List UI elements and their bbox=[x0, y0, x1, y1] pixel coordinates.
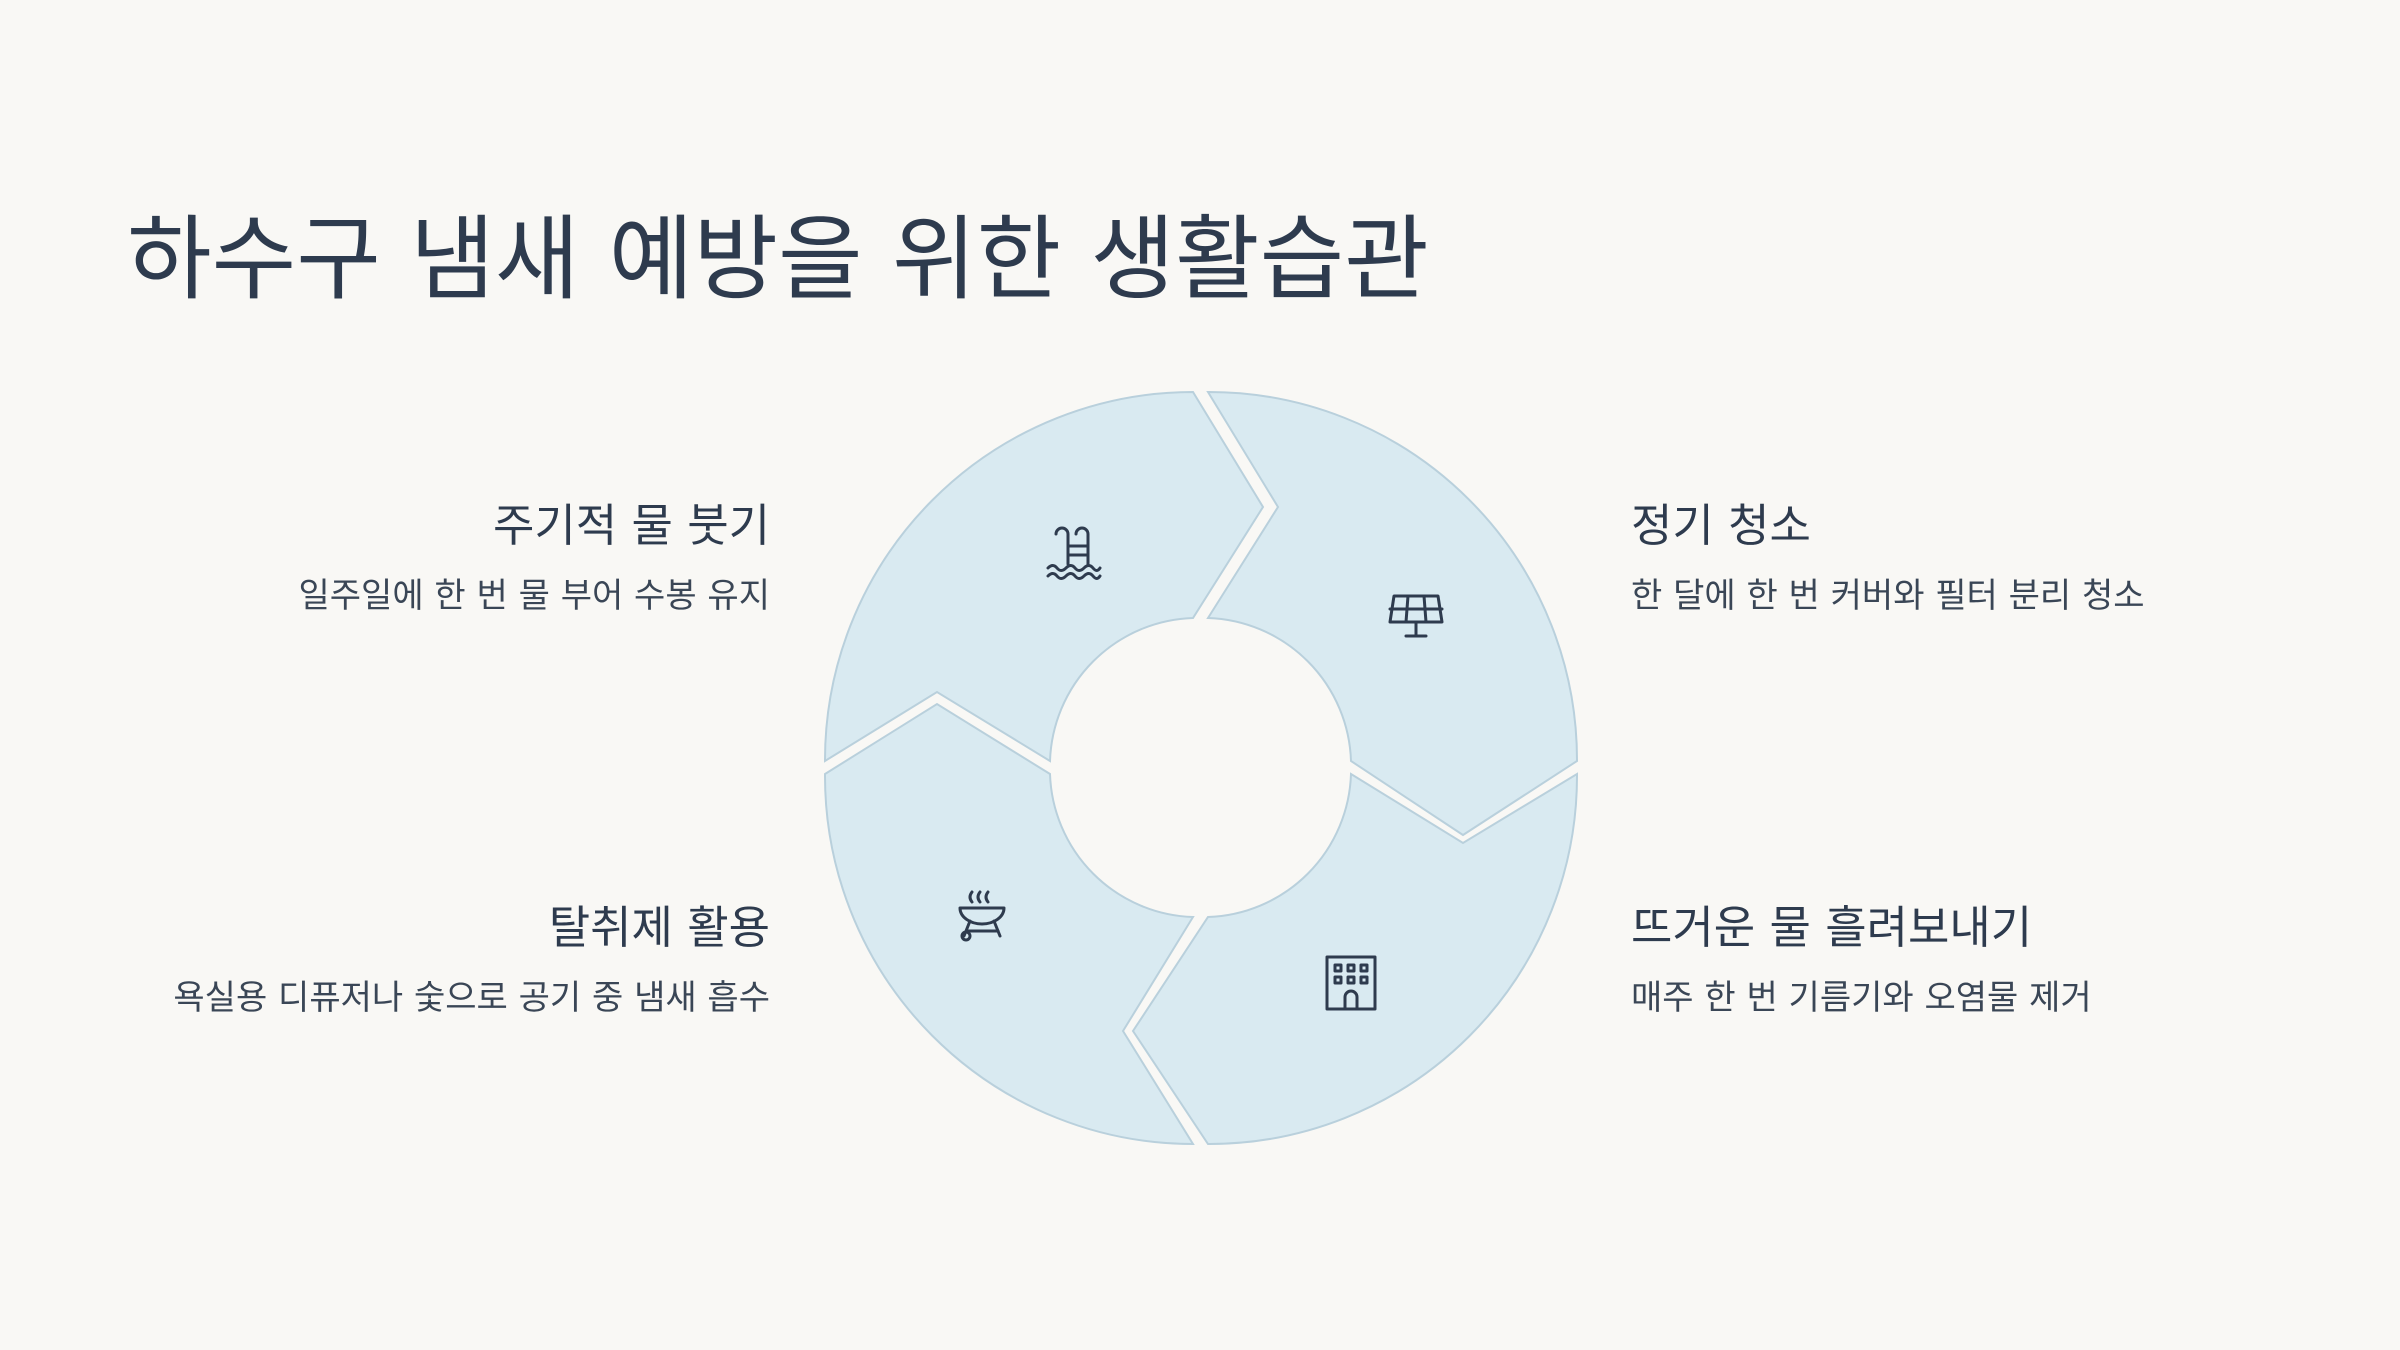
cycle-segment-bottom-right bbox=[1131, 772, 1579, 1146]
step-description: 한 달에 한 번 커버와 필터 분리 청소 bbox=[1631, 576, 2145, 616]
solar-panel-icon bbox=[1388, 594, 1444, 638]
step-title: 정기 청소 bbox=[1631, 499, 1811, 552]
step-title: 탈취제 활용 bbox=[548, 901, 770, 954]
step-title: 주기적 물 붓기 bbox=[492, 499, 770, 552]
step-title: 뜨거운 물 흘려보내기 bbox=[1631, 901, 2033, 954]
grill-icon bbox=[958, 890, 1006, 942]
page-title: 하수구 냄새 예방을 위한 생활습관 bbox=[127, 206, 1429, 313]
cycle-segment-bottom-left bbox=[823, 702, 1195, 1146]
step-description: 욕실용 디퓨저나 숯으로 공기 중 냄새 흡수 bbox=[173, 978, 770, 1018]
step-description: 매주 한 번 기름기와 오염물 제거 bbox=[1631, 978, 2092, 1018]
step-regular-cleaning: 정기 청소 한 달에 한 번 커버와 필터 분리 청소 bbox=[1631, 496, 2271, 619]
step-hot-water: 뜨거운 물 흘려보내기 매주 한 번 기름기와 오염물 제거 bbox=[1631, 898, 2271, 1021]
swimming-pool-icon bbox=[1046, 526, 1102, 580]
step-periodic-water: 주기적 물 붓기 일주일에 한 번 물 부어 수봉 유지 bbox=[130, 496, 771, 619]
building-icon bbox=[1325, 955, 1377, 1011]
step-deodorizer: 탈취제 활용 욕실용 디퓨저나 숯으로 공기 중 냄새 흡수 bbox=[130, 898, 770, 1021]
cycle-segment-top-left bbox=[823, 390, 1265, 763]
step-description: 일주일에 한 번 물 부어 수봉 유지 bbox=[298, 576, 771, 616]
